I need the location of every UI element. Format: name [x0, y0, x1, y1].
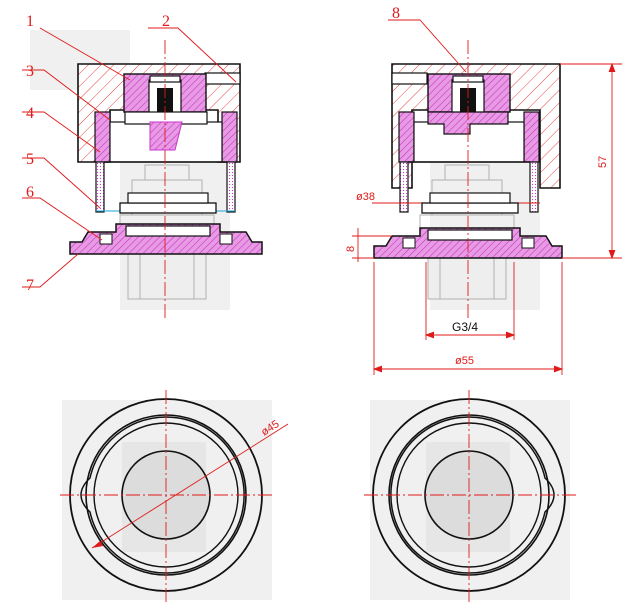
flange-center — [125, 225, 211, 237]
flange-slot-left-r — [402, 237, 416, 249]
sleeve-right-right — [529, 161, 539, 213]
flange-slot-left — [99, 233, 113, 245]
nut-plate-right — [421, 202, 519, 214]
cap-slot-right — [391, 72, 428, 85]
part-label-4: 4 — [26, 105, 34, 122]
part-label-5: 5 — [26, 151, 34, 168]
nut-plate — [119, 202, 217, 214]
right-ring — [221, 111, 238, 163]
leader-lines — [22, 19, 467, 288]
sleeve-left — [95, 161, 105, 213]
dim-bore: ø38 — [356, 191, 375, 203]
part-label-6: 6 — [26, 184, 34, 201]
top-view-left — [60, 390, 289, 602]
flange-slot-right — [219, 233, 233, 245]
base-flange — [69, 223, 263, 255]
diameter-line — [91, 423, 289, 549]
right-ring-right — [523, 111, 540, 163]
dim-height: 57 — [597, 156, 609, 168]
part-label-1: 1 — [26, 13, 34, 30]
part-label-7: 7 — [26, 277, 34, 294]
dim-base: 8 — [345, 246, 357, 252]
flange-center-right — [427, 229, 513, 241]
right-section-view — [372, 40, 563, 320]
top-view-right — [364, 390, 576, 602]
cap-slot — [204, 72, 241, 85]
left-ring-right — [398, 111, 415, 163]
sleeve-left-right — [399, 161, 409, 213]
part-label-2: 2 — [162, 13, 170, 30]
dim-thread: G3/4 — [452, 320, 478, 334]
part-label-3: 3 — [26, 63, 34, 80]
nut-block-right — [429, 192, 511, 204]
sleeve-right — [226, 161, 236, 213]
cone-piece — [149, 121, 183, 151]
part-label-8: 8 — [392, 5, 400, 22]
dimensions — [352, 62, 622, 375]
nut-block — [127, 192, 209, 204]
flange-slot-right-r — [521, 237, 535, 249]
left-ring — [94, 111, 111, 163]
dim-outer: ø55 — [455, 355, 474, 367]
left-section-view — [69, 40, 263, 320]
